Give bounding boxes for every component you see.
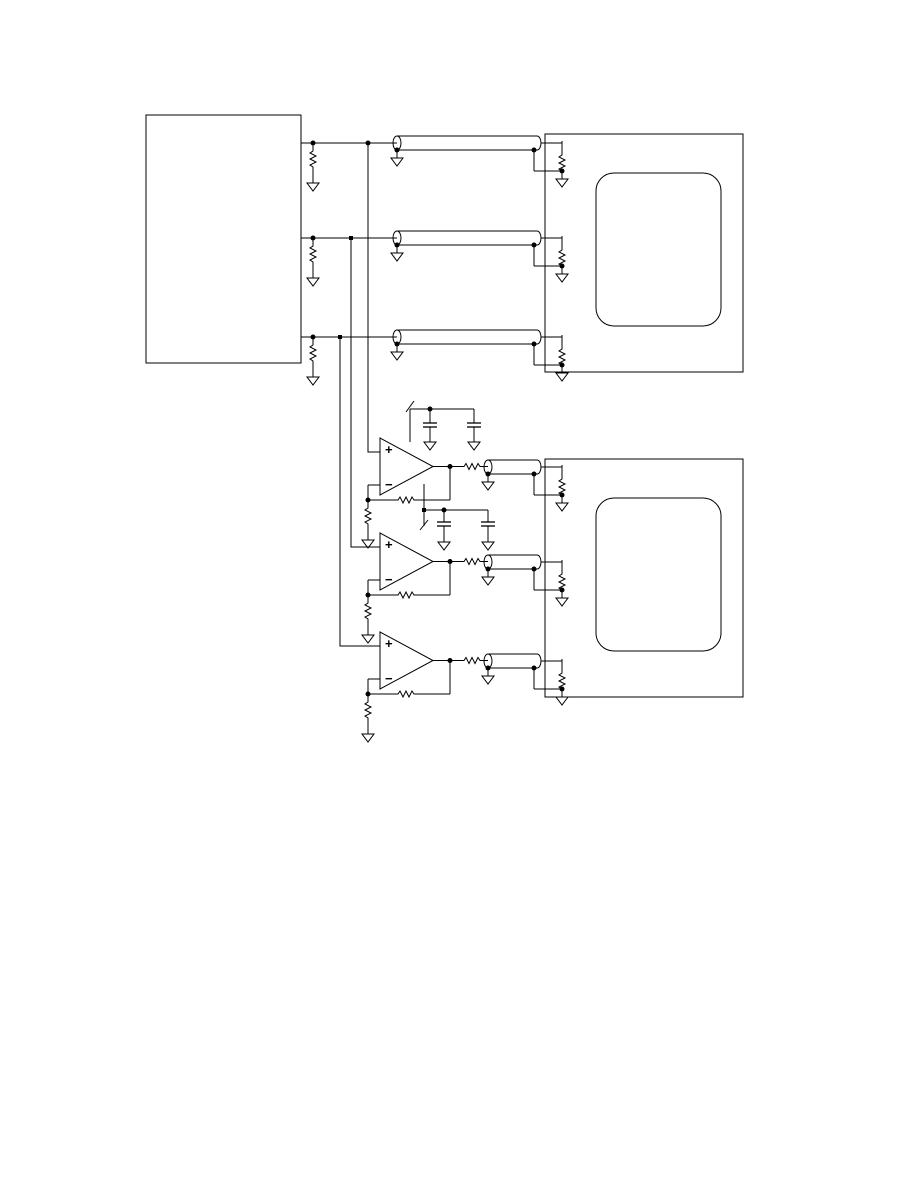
coax-cable-4 <box>481 459 569 512</box>
supply-bypass-negative <box>419 484 495 551</box>
coax-cable-6 <box>481 653 569 706</box>
buffer-amplifiers: +−+−+− <box>361 437 488 743</box>
buffer-amp-3-noninverting-symbol: + <box>385 636 393 651</box>
coax-cables-monitor-1 <box>390 135 569 382</box>
monitor-2-frame <box>544 458 744 698</box>
buffer-amp-3-inverting-symbol: − <box>385 671 393 686</box>
coax-cable-5 <box>481 554 569 607</box>
buffer-amp-1: +− <box>361 437 488 549</box>
tap-wires <box>339 143 380 647</box>
buffer-amp-2-inverting-symbol: − <box>385 572 393 587</box>
supply-bypass-positive <box>405 400 481 451</box>
monitor-1-screen <box>595 172 722 327</box>
buffer-amp-3: +− <box>361 631 488 743</box>
buffer-amp-3-triangle <box>379 631 435 690</box>
coax-cable-1 <box>390 135 569 188</box>
source-box <box>145 114 302 364</box>
coax-cable-2 <box>390 230 569 283</box>
monitor-2-screen <box>595 497 722 652</box>
coax-cables-monitor-2 <box>481 459 569 706</box>
monitor-2 <box>544 458 744 698</box>
monitor-1 <box>544 133 744 373</box>
buffer-amp-2: +− <box>361 532 488 644</box>
source-channel-wires <box>301 140 397 340</box>
buffer-amp-2-noninverting-symbol: + <box>385 537 393 552</box>
monitor-1-frame <box>544 133 744 373</box>
buffer-amp-1-triangle <box>379 437 435 496</box>
buffer-amp-1-inverting-symbol: − <box>385 477 393 492</box>
buffer-amp-1-noninverting-symbol: + <box>385 442 393 457</box>
coax-cable-3 <box>390 329 569 382</box>
buffer-amp-2-triangle <box>379 532 435 591</box>
source-terminations <box>306 142 320 386</box>
